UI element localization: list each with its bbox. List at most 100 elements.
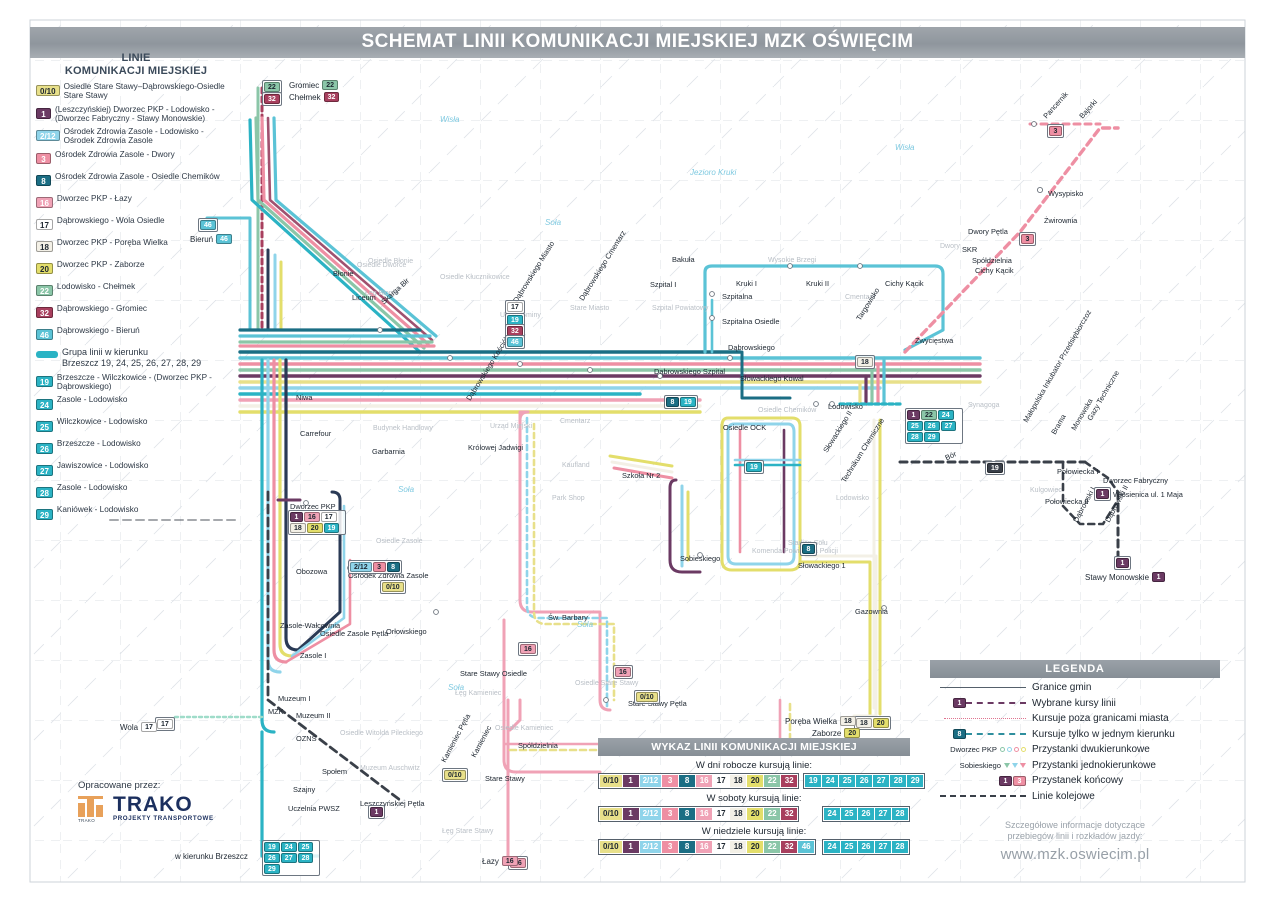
stop-label[interactable]: Słowackiego Kowal: [740, 374, 804, 383]
stop-label[interactable]: OZNS: [296, 734, 317, 743]
stop-label[interactable]: Królowej Jadwigi: [468, 443, 524, 452]
stop-label[interactable]: Dworzec Fabryczny: [1103, 476, 1168, 485]
stop-label[interactable]: Carrefour: [300, 429, 332, 438]
stop-label[interactable]: Garbarnia: [372, 447, 405, 456]
stop-label[interactable]: Osiedle OCK: [723, 423, 767, 432]
stop-label[interactable]: Szpitalna Osiedle: [722, 317, 780, 326]
website-url[interactable]: www.mzk.oswiecim.pl: [1000, 846, 1150, 863]
stop-label[interactable]: Stare Stawy: [485, 774, 525, 783]
stop-label[interactable]: Żwirownia: [1044, 216, 1078, 225]
stop-label[interactable]: Kruki I: [736, 279, 757, 288]
stop-label[interactable]: Szpital I: [650, 280, 677, 289]
stop-label[interactable]: Muzeum II: [296, 711, 331, 720]
stop-label[interactable]: Liceum: [352, 293, 376, 302]
stop-label[interactable]: Połowiecka I: [1057, 467, 1099, 476]
map-line-badge-cluster[interactable]: 0/10: [380, 580, 406, 594]
stop-label[interactable]: Dąbrowskiego: [728, 343, 775, 352]
stop-label[interactable]: Społem: [322, 767, 348, 776]
map-line-badge-cluster[interactable]: 16: [518, 642, 538, 656]
stop-label[interactable]: Zasole-Wałcownia: [280, 621, 341, 630]
stop-label[interactable]: SKR: [962, 245, 978, 254]
stop-label[interactable]: Spółdzielnia: [518, 741, 558, 750]
map-line-badge-cluster[interactable]: 16: [613, 665, 633, 679]
stop-label[interactable]: Szajny: [293, 785, 316, 794]
lines-legend-item-1[interactable]: 1(Leszczyńskiej) Dworzec PKP - Lodowisko…: [36, 104, 236, 124]
direction-label[interactable]: w kierunku Brzeszcz: [175, 852, 248, 861]
stop-label[interactable]: Cichy Kącik: [975, 266, 1014, 275]
map-line-badge-cluster[interactable]: 18: [855, 355, 875, 369]
map-line-badge-cluster[interactable]: 0/10: [442, 768, 468, 782]
stop-label[interactable]: Muzeum I: [278, 694, 311, 703]
stop-label[interactable]: MZK: [268, 707, 284, 716]
map-line-badge-cluster[interactable]: 17: [505, 300, 525, 314]
map-line-badge-cluster[interactable]: 19: [744, 460, 764, 474]
stop-label[interactable]: Kruki II: [806, 279, 829, 288]
stop-label[interactable]: Wysypisko: [1048, 189, 1084, 198]
map-line-badge-cluster[interactable]: 1: [368, 805, 385, 819]
stop-label[interactable]: Gazownia: [855, 607, 888, 616]
stop-label[interactable]: Lodowisko: [828, 402, 863, 411]
stop-label[interactable]: Obozowa: [296, 567, 328, 576]
map-line-badge-cluster[interactable]: 1: [1094, 487, 1111, 501]
map-line-badge-cluster[interactable]: 46: [198, 218, 218, 232]
stop-label[interactable]: Cichy Kącik: [885, 279, 924, 288]
stop-label[interactable]: Szkoła Nr 2: [622, 471, 661, 480]
stop-label[interactable]: Orłowskiego: [386, 627, 427, 636]
map-line-badge-cluster[interactable]: 8: [800, 542, 817, 556]
stop-label[interactable]: Sobieskiego: [680, 554, 721, 563]
stop-label[interactable]: Błonie: [333, 269, 354, 278]
stop-label[interactable]: Dwory Pętla: [968, 227, 1008, 236]
stop-label[interactable]: Włosienica ul. 1 Maja: [1113, 490, 1183, 499]
stop-label[interactable]: Osiedle Zasole Pętla: [320, 629, 389, 638]
stop-label[interactable]: Zwycięstwa: [915, 336, 954, 345]
stop-label[interactable]: Słowackiego 1: [798, 561, 846, 570]
map-line-badge-cluster[interactable]: 46: [505, 335, 525, 349]
stop-label[interactable]: Leszczyńskiej Pętla: [360, 799, 425, 808]
stop-label[interactable]: Stare Stawy Osiedle: [460, 669, 527, 678]
map-line-badge-cluster[interactable]: 3: [1047, 124, 1064, 138]
stop-label[interactable]: Dworzec PKP: [290, 502, 336, 511]
stop-label[interactable]: Bakuła: [672, 255, 695, 264]
stop-label[interactable]: Niwa: [296, 393, 313, 402]
stop-label[interactable]: Szpitalna: [722, 292, 753, 301]
stop-label[interactable]: Zasole I: [300, 651, 327, 660]
stop-label[interactable]: Połowiecka II: [1045, 497, 1089, 506]
map-line-badge-cluster[interactable]: 17: [155, 717, 175, 731]
stop-label[interactable]: Św. Barbary: [548, 613, 588, 622]
map-line-badge-cluster[interactable]: 1: [1114, 556, 1131, 570]
map-line-badge-cluster[interactable]: 3: [1019, 232, 1036, 246]
map-line-badge-cluster[interactable]: 32: [262, 92, 282, 106]
stop-label[interactable]: Spółdzielnia: [972, 256, 1012, 265]
